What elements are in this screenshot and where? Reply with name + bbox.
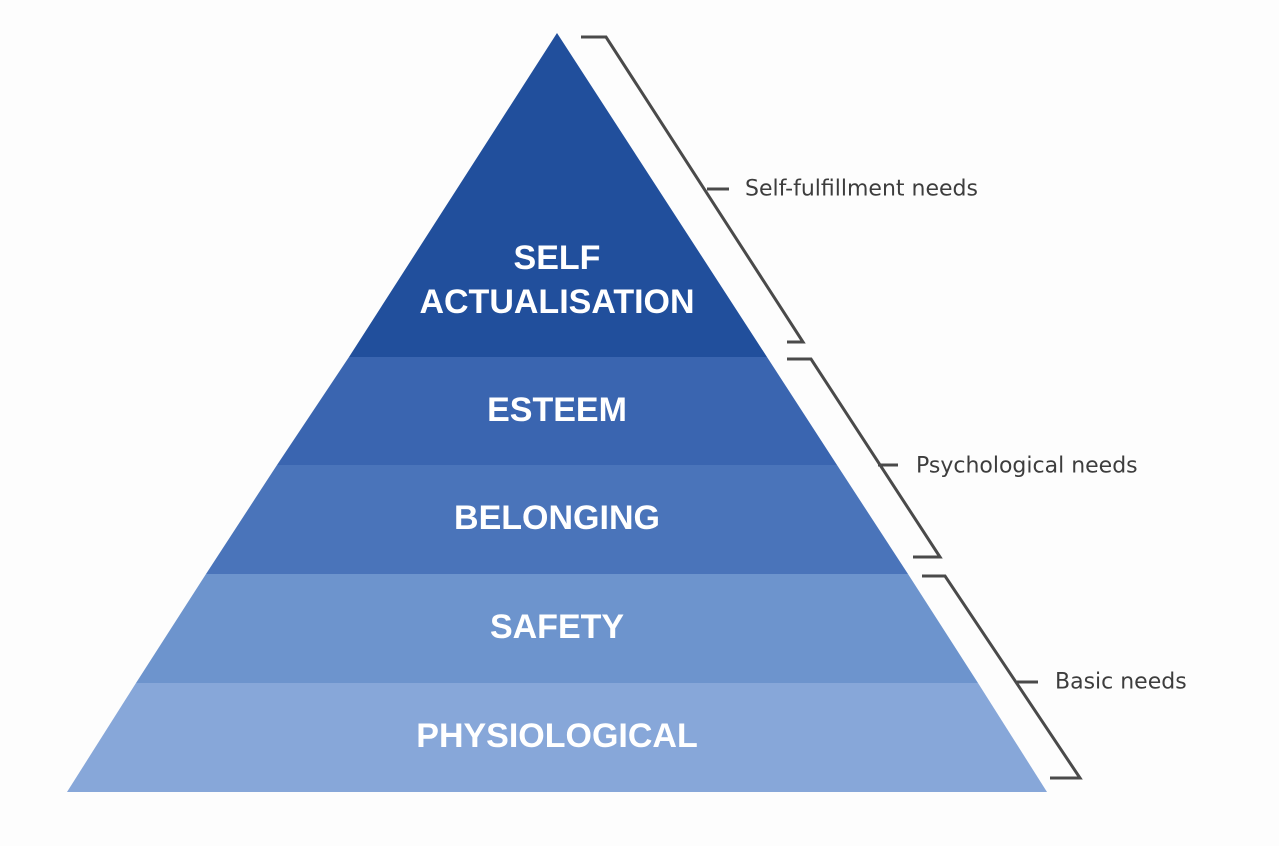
tier-safety-label: SAFETY: [490, 608, 624, 646]
tier-belonging: [206, 465, 908, 574]
tier-self-actualisation-label-line2: ACTUALISATION: [419, 283, 694, 321]
tier-belonging-label: BELONGING: [454, 499, 660, 537]
group-label-basic: Basic needs: [1055, 670, 1187, 695]
tier-physiological-label: PHYSIOLOGICAL: [416, 717, 697, 755]
group-label-self-fulfillment: Self-fulfillment needs: [745, 177, 978, 202]
bracket-basic: [922, 574, 1083, 780]
tier-self-actualisation: [349, 33, 767, 357]
pyramid: [67, 33, 1047, 792]
bracket-psychological: [787, 357, 943, 559]
tier-safety: [136, 574, 978, 683]
tier-labels: SELF ACTUALISATION ESTEEM BELONGING SAFE…: [416, 239, 697, 755]
tier-self-actualisation-label-line1: SELF: [514, 239, 601, 277]
brackets: [581, 35, 1083, 780]
group-label-psychological: Psychological needs: [916, 454, 1138, 479]
group-labels: Self-fulfillment needs Psychological nee…: [745, 177, 1187, 695]
bracket-self-fulfillment: [581, 35, 806, 344]
tier-esteem-label: ESTEEM: [487, 391, 627, 429]
tier-physiological: [67, 683, 1047, 792]
tier-esteem: [277, 357, 837, 465]
